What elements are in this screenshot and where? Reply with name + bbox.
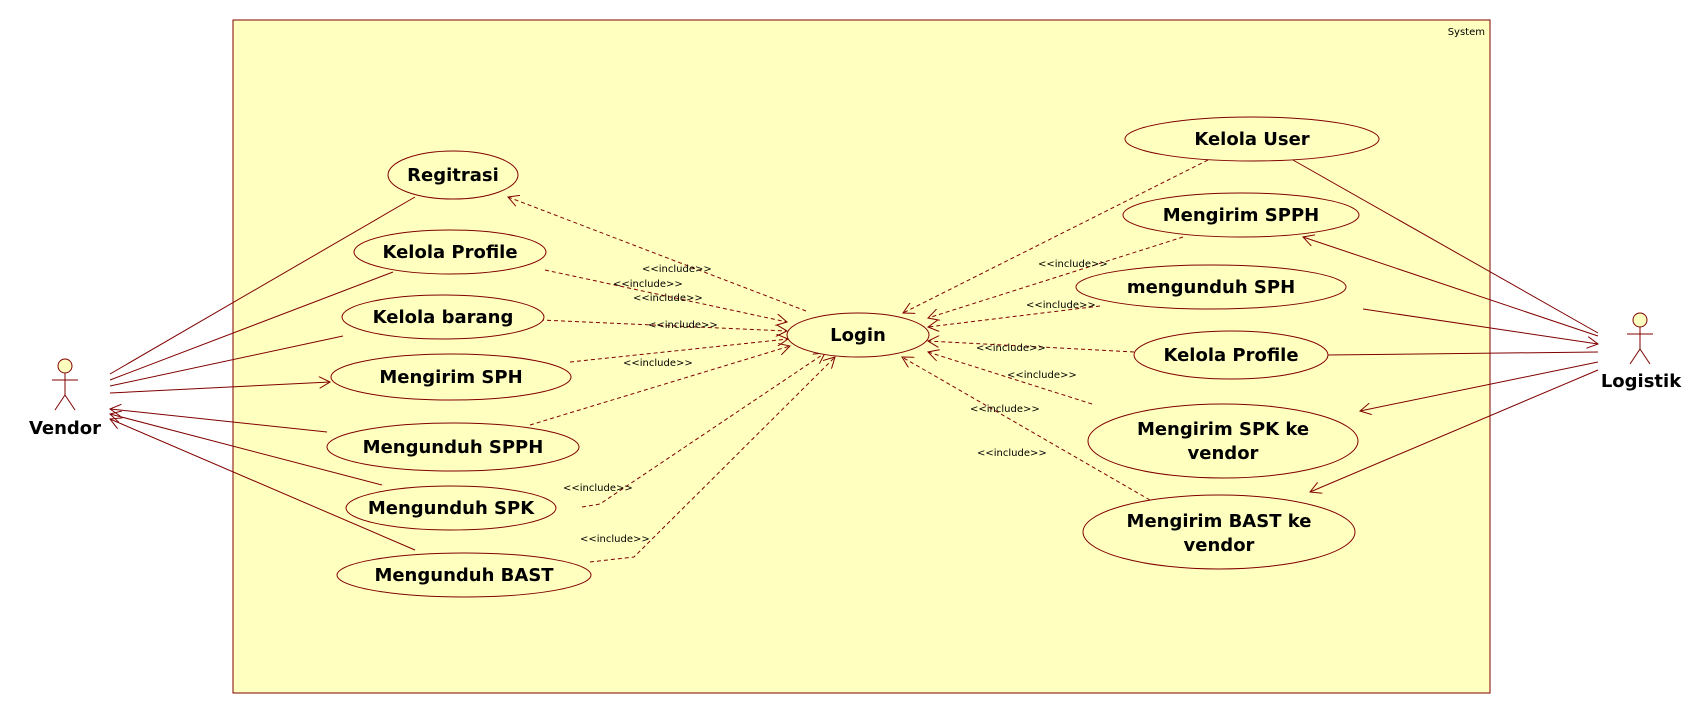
use-case-ellipse <box>336 552 592 598</box>
include-line-mengunduh-spph <box>529 346 790 426</box>
assoc-logistik-mengirim-spk <box>1360 361 1599 411</box>
include-label: <<include>> <box>580 534 650 545</box>
use-case-mengunduh-spph[interactable]: Mengunduh SPPH <box>326 422 580 472</box>
use-case-kelola-profile-vendor[interactable]: Kelola Profile <box>353 229 547 275</box>
include-line-kelola-profile-v <box>544 269 787 322</box>
use-case-label: Mengunduh BAST <box>374 565 554 586</box>
assoc-vendor-kelola-profile <box>109 271 394 381</box>
include-label: <<include>> <box>976 343 1046 354</box>
include-line-mengirim-bast <box>902 357 1151 501</box>
use-case-ellipse <box>387 150 519 200</box>
logistik-associations <box>1292 159 1599 492</box>
use-case-ellipse <box>326 422 580 472</box>
include-line-mengirim-sph <box>569 339 788 363</box>
vendor-associations <box>109 196 416 551</box>
use-case-ellipse <box>1075 264 1347 310</box>
actor-label: Logistik <box>1601 371 1682 392</box>
use-case-label: Mengirim SPK ke <box>1137 419 1309 440</box>
stick-figure-icon <box>52 358 78 411</box>
use-case-ellipse <box>330 353 572 401</box>
use-case-kelola-profile-logistik[interactable]: Kelola Profile <box>1133 330 1329 380</box>
assoc-logistik-mengirim-bast <box>1310 369 1599 492</box>
use-case-kelola-barang[interactable]: Kelola barang <box>341 294 545 340</box>
use-case-mengunduh-bast[interactable]: Mengunduh BAST <box>336 552 592 598</box>
include-line-kelola-user <box>903 159 1209 313</box>
use-case-label: Regitrasi <box>407 165 499 186</box>
include-label: <<include>> <box>1038 259 1108 270</box>
include-label: <<include>> <box>648 320 718 331</box>
use-case-label: Mengunduh SPPH <box>363 437 544 458</box>
include-line-mengirim-spk <box>928 352 1093 405</box>
include-label: <<include>> <box>1026 300 1096 311</box>
use-case-ellipse <box>345 485 557 531</box>
include-labels: <<include>> <<include>> <<include>> <<in… <box>563 259 1108 545</box>
use-case-kelola-user[interactable]: Kelola User <box>1124 116 1380 162</box>
use-case-label: vendor <box>1184 535 1255 556</box>
use-case-ellipse <box>1122 192 1360 238</box>
use-case-regitrasi[interactable]: Regitrasi <box>387 150 519 200</box>
use-case-mengirim-spph[interactable]: Mengirim SPPH <box>1122 192 1360 238</box>
use-case-label: vendor <box>1188 443 1259 464</box>
assoc-vendor-mengirim-sph <box>109 382 330 394</box>
assoc-mengunduh-spph-vendor <box>110 409 328 433</box>
use-case-mengirim-spk[interactable]: Mengirim SPK ke vendor <box>1087 403 1359 479</box>
assoc-logistik-mengirim-spph <box>1303 237 1599 337</box>
include-label: <<include>> <box>633 293 703 304</box>
use-case-label: Mengirim BAST ke <box>1127 511 1312 532</box>
include-line-mengunduh-sph <box>928 305 1101 327</box>
include-label: <<include>> <box>613 279 683 290</box>
include-label: <<include>> <box>623 358 693 369</box>
include-label: <<include>> <box>977 448 1047 459</box>
include-label: <<include>> <box>970 404 1040 415</box>
assoc-mengunduh-sph-logistik <box>1362 308 1598 344</box>
assoc-mengunduh-spk-vendor <box>110 414 383 486</box>
use-case-ellipse <box>1082 494 1356 570</box>
include-label: <<include>> <box>563 483 633 494</box>
actor-label: Vendor <box>29 418 101 439</box>
use-case-label: Kelola User <box>1194 129 1309 150</box>
include-line-mengunduh-spk <box>581 353 825 508</box>
use-case-ellipse <box>341 294 545 340</box>
use-case-label: Login <box>830 325 886 346</box>
include-line-mengunduh-bast <box>589 357 835 563</box>
use-case-ellipse <box>1133 330 1329 380</box>
include-dependencies <box>508 159 1209 563</box>
include-label: <<include>> <box>1007 370 1077 381</box>
use-case-label: Mengirim SPH <box>379 367 522 388</box>
assoc-logistik-kelola-user <box>1292 159 1599 334</box>
use-case-login[interactable]: Login <box>786 312 930 358</box>
actor-logistik[interactable]: Logistik <box>1601 312 1682 392</box>
include-label: <<include>> <box>642 264 712 275</box>
use-case-ellipse <box>353 229 547 275</box>
use-case-mengirim-bast[interactable]: Mengirim BAST ke vendor <box>1082 494 1356 570</box>
use-case-ellipse <box>1124 116 1380 162</box>
use-case-ellipse <box>786 312 930 358</box>
system-label: System <box>1448 27 1485 38</box>
use-case-label: Kelola Profile <box>1163 345 1298 366</box>
use-case-label: mengunduh SPH <box>1127 277 1295 298</box>
assoc-logistik-kelola-profile <box>1326 351 1599 356</box>
use-case-label: Kelola barang <box>373 307 514 328</box>
assoc-vendor-kelola-barang <box>109 335 344 387</box>
include-line-kelola-profile-l <box>928 341 1135 353</box>
include-line-mengirim-spph <box>928 236 1184 318</box>
assoc-mengunduh-bast-vendor <box>110 419 416 551</box>
use-case-label: Mengirim SPPH <box>1163 205 1319 226</box>
use-case-label: Mengunduh SPK <box>368 498 535 519</box>
use-case-mengunduh-sph[interactable]: mengunduh SPH <box>1075 264 1347 310</box>
include-line-kelola-barang <box>539 319 787 331</box>
stick-figure-icon <box>1627 312 1653 365</box>
use-case-ellipse <box>1087 403 1359 479</box>
use-case-label: Kelola Profile <box>382 242 517 263</box>
use-case-mengirim-sph[interactable]: Mengirim SPH <box>330 353 572 401</box>
actor-vendor[interactable]: Vendor <box>29 358 101 439</box>
use-case-mengunduh-spk[interactable]: Mengunduh SPK <box>345 485 557 531</box>
assoc-vendor-regitrasi <box>109 196 416 375</box>
